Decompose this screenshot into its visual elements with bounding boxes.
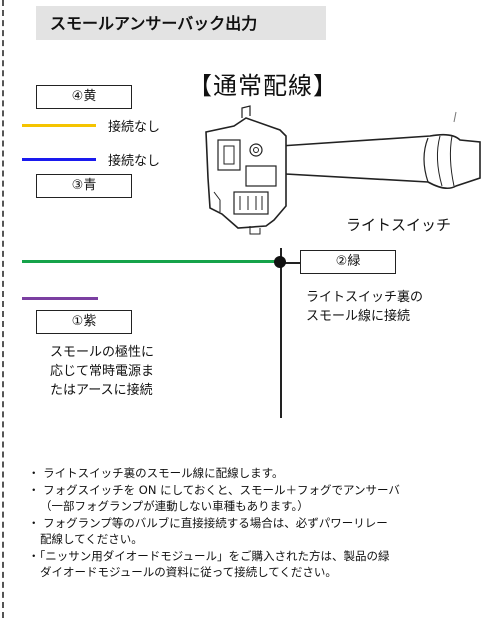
note-line: 配線してください。 <box>40 532 143 546</box>
wire-label-purple: ①紫 <box>36 310 132 334</box>
connection-line-vertical <box>280 248 282 418</box>
wire-green-note-1: ライトスイッチ裏の <box>306 290 424 305</box>
light-switch-illustration <box>205 105 481 235</box>
wire-label-yellow: ④黄 <box>36 85 132 109</box>
note-line: ・ フォグスイッチを ON にしておくと、スモール＋フォグでアンサーバ <box>28 482 400 497</box>
connection-line-horizontal <box>280 262 310 264</box>
note-line: ・ ライトスイッチ裏のスモール線に配線します。 <box>28 466 284 480</box>
wire-purple-note-1: スモールの極性に <box>50 345 155 360</box>
note-line: （一部フォグランプが連動しない車種もあります。） <box>40 499 309 513</box>
light-switch-label: ライトスイッチ <box>346 216 452 234</box>
wire-yellow-status: 接続なし <box>108 120 161 135</box>
wire-label-green: ②緑 <box>300 250 396 274</box>
wire-yellow <box>22 124 96 127</box>
wire-green <box>22 260 276 263</box>
junction-dot <box>274 256 286 268</box>
note-line: ・ フォグランプ等のバルブに直接接続する場合は、必ずパワーリレー <box>28 515 388 530</box>
page-title: スモールアンサーバック出力 <box>50 14 258 33</box>
wire-blue <box>22 158 96 161</box>
dashed-border <box>2 0 4 618</box>
note-line: ダイオードモジュールの資料に従って接続してください。 <box>40 565 337 579</box>
note-line: ・「ニッサン用ダイオードモジュール」をご購入された方は、製品の緑 <box>28 548 390 563</box>
diagram-title: 【通常配線】 <box>188 72 338 100</box>
wire-blue-status: 接続なし <box>108 154 161 169</box>
wire-purple-note-2: 応じて常時電源ま <box>50 364 155 379</box>
wire-label-blue: ③青 <box>36 174 132 198</box>
wire-green-note-2: スモール線に接続 <box>306 309 411 324</box>
notes-section: ・ ライトスイッチ裏のスモール線に配線します。 ・ フォグスイッチを ON にし… <box>28 465 493 581</box>
wire-purple <box>22 297 98 300</box>
wire-purple-note-3: たはアースに接続 <box>50 383 153 398</box>
switch-stalk <box>279 133 481 190</box>
header-band <box>36 6 326 40</box>
